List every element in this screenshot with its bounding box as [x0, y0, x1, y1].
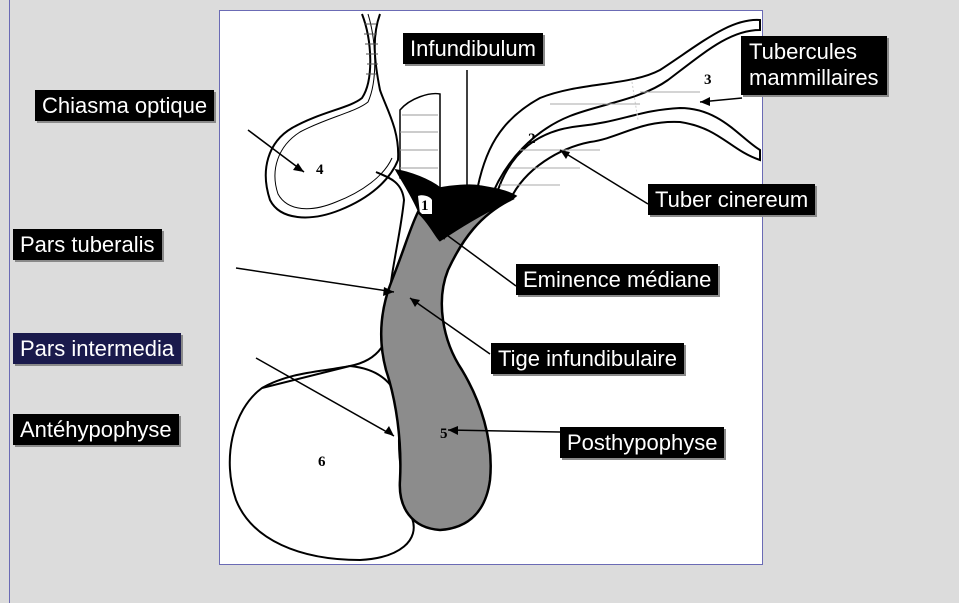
- number-3: 3: [704, 72, 712, 88]
- number-2: 2: [528, 131, 536, 147]
- number-1: 1: [421, 198, 429, 214]
- label-eminence-mediane: Eminence médiane: [516, 264, 718, 295]
- label-posthypophyse: Posthypophyse: [560, 427, 724, 458]
- label-infundibulum: Infundibulum: [403, 33, 543, 64]
- label-pars-tuberalis: Pars tuberalis: [13, 229, 162, 260]
- label-pars-intermedia: Pars intermedia: [13, 333, 181, 364]
- label-antehypophyse: Antéhypophyse: [13, 414, 179, 445]
- label-tubercules-mammillaires: Tubercules mammillaires: [741, 36, 887, 95]
- label-tige-infundibulaire: Tige infundibulaire: [491, 343, 684, 374]
- label-chiasma-optique: Chiasma optique: [35, 90, 214, 121]
- optic-chiasm-shape: [266, 14, 398, 217]
- label-tuber-cinereum: Tuber cinereum: [648, 184, 815, 215]
- tuber-pointer: [560, 150, 648, 204]
- number-6: 6: [318, 454, 326, 470]
- number-4: 4: [316, 162, 324, 178]
- tuberalis-pointer: [236, 268, 394, 292]
- number-5: 5: [440, 426, 448, 442]
